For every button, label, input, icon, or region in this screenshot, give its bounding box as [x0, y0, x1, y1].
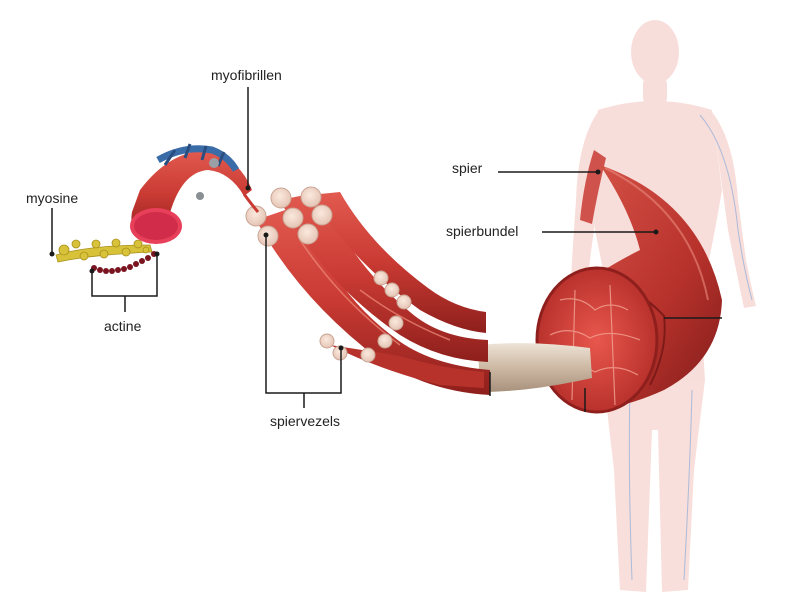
label-spiervezels: spiervezels: [270, 413, 341, 429]
actine-filament: [91, 251, 157, 274]
leader-spiervezels: [265, 235, 342, 408]
leader-actine: [91, 254, 158, 312]
myofibril: [130, 143, 260, 244]
tendon: [478, 343, 592, 392]
myosine-filament: [55, 238, 153, 263]
arm-muscle: [580, 150, 606, 224]
label-spierbundel: spierbundel: [446, 223, 519, 239]
label-spier: spier: [452, 160, 483, 176]
body-vessels: [628, 114, 753, 581]
label-myosine: myosine: [26, 190, 79, 206]
fibre-end-caps: [245, 186, 412, 363]
label-actine: actine: [104, 318, 142, 334]
label-myofibrillen: myofibrillen: [211, 67, 282, 83]
